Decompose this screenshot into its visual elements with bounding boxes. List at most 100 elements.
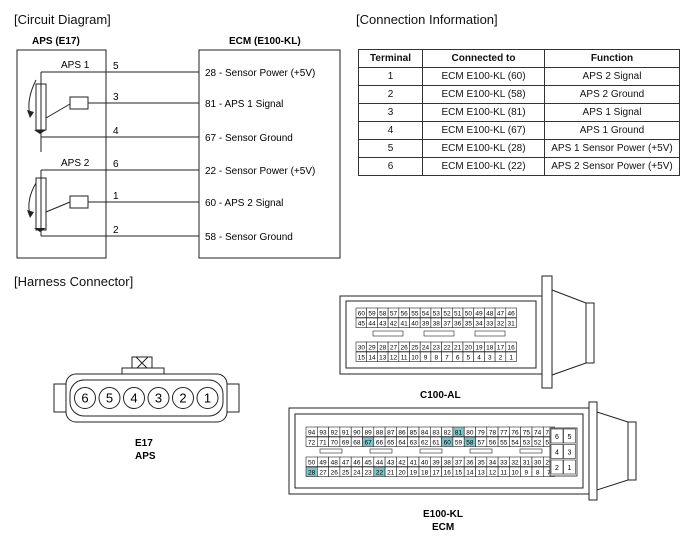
c100-pin-label: 29 <box>368 345 376 352</box>
c100-pin-label: 14 <box>368 355 376 362</box>
e100-side-pin <box>550 444 564 459</box>
e100-pin-label: 25 <box>342 470 350 477</box>
e100-pin-label: 67 <box>365 440 373 447</box>
c100-pin-label: 30 <box>358 345 366 352</box>
cell: ECM E100-KL (60) <box>422 67 545 86</box>
e100-pin-label: 66 <box>376 440 384 447</box>
aps-box <box>16 49 107 259</box>
e100-pin-label: 36 <box>466 460 474 467</box>
e100-pin-label: 27 <box>319 470 327 477</box>
e100-side-pin-label: 2 <box>555 465 559 472</box>
e100-pin-label: 8 <box>536 470 540 477</box>
cell: 1 <box>358 67 423 86</box>
e100-pin-label: 52 <box>534 440 542 447</box>
e100-side-pin-label: 4 <box>555 450 559 457</box>
aps-pin: 4 <box>113 126 119 137</box>
c100-pin-label: 42 <box>390 321 398 328</box>
e100-pin-label: 14 <box>466 470 474 477</box>
c100-pin-label: 18 <box>486 345 494 352</box>
e100-pin-label: 64 <box>398 440 406 447</box>
e100-pin-label: 21 <box>387 470 395 477</box>
aps2-label: APS 2 <box>61 158 90 169</box>
e100-key <box>419 448 443 454</box>
e100-pin-label: 53 <box>523 440 531 447</box>
e100-pin-label: 23 <box>365 470 373 477</box>
e17-pin <box>98 387 121 409</box>
e17-sub: APS <box>135 451 156 462</box>
cell: APS 2 Signal <box>544 67 680 86</box>
aps-pin: 1 <box>113 191 119 202</box>
e100-pin-label: 13 <box>478 470 486 477</box>
c100-pin-label: 8 <box>434 355 438 362</box>
e100-pin-label: 87 <box>387 430 395 437</box>
table-header-row: Terminal Connected to Function <box>358 49 680 68</box>
c100-pin <box>505 341 517 352</box>
c100-pin-label: 13 <box>379 355 387 362</box>
e100-pin-label: 65 <box>387 440 395 447</box>
e100-pin-label: 94 <box>308 430 316 437</box>
e100-pin-label: 49 <box>319 460 327 467</box>
cell: ECM E100-KL (22) <box>422 157 545 176</box>
ecm-pin: 67 - Sensor Ground <box>205 133 293 144</box>
e100-key <box>519 448 543 454</box>
e100-pin-label: 91 <box>342 430 350 437</box>
e100-pin-label: 19 <box>410 470 418 477</box>
e100-pin-label: 69 <box>342 440 350 447</box>
e100-pin-label: 79 <box>478 430 486 437</box>
e100-pin-label: 34 <box>489 460 497 467</box>
e100-pin-label: 77 <box>500 430 508 437</box>
c100-pin-label: 28 <box>379 345 387 352</box>
c100-pin-label: 44 <box>368 321 376 328</box>
e100-pin-label: 44 <box>376 460 384 467</box>
c100-pin-label: 27 <box>390 345 398 352</box>
c100-pin-label: 52 <box>443 311 451 318</box>
aps-box-title: APS (E17) <box>32 36 80 47</box>
aps-pin: 5 <box>113 61 119 72</box>
e100-pin-label: 81 <box>455 430 463 437</box>
e100-pin-label: 30 <box>534 460 542 467</box>
e100-side-pin-label: 3 <box>568 450 572 457</box>
e100-pin-label: 38 <box>444 460 452 467</box>
c100-pin-label: 2 <box>499 355 503 362</box>
c100-pin-label: 57 <box>390 311 398 318</box>
e100-pin-label: 74 <box>534 430 542 437</box>
e100-pin-label: 58 <box>466 440 474 447</box>
e100-pin-label: 68 <box>353 440 361 447</box>
e100-pin-label: 10 <box>511 470 519 477</box>
e100-pin-label: 20 <box>398 470 406 477</box>
c100-pin <box>505 351 517 362</box>
e100-pin-label: 86 <box>398 430 406 437</box>
e100-pin-label: 89 <box>365 430 373 437</box>
c100-pin-label: 10 <box>411 355 419 362</box>
e100-pin-label: 54 <box>511 440 519 447</box>
e100-pin-label: 85 <box>410 430 418 437</box>
e100-pin-label: 55 <box>500 440 508 447</box>
e100-pin-label: 92 <box>331 430 339 437</box>
c100-pin-label: 20 <box>465 345 473 352</box>
c100-pin-label: 23 <box>433 345 441 352</box>
e100-pin-label: 31 <box>523 460 531 467</box>
e100-pin-label: 11 <box>500 470 507 477</box>
e100-pin-label: 61 <box>432 440 440 447</box>
c100-pin-label: 17 <box>497 345 505 352</box>
e100-pin-label: 48 <box>331 460 339 467</box>
e100-pin-label: 73 <box>545 430 553 437</box>
ecm-pin: 28 - Sensor Power (+5V) <box>205 68 315 79</box>
circuit-diagram-heading: [Circuit Diagram] <box>14 12 111 27</box>
c100-pin-label: 56 <box>401 311 409 318</box>
aps1-label: APS 1 <box>61 60 90 71</box>
e100-pin-label: 43 <box>387 460 395 467</box>
aps-pin: 3 <box>113 92 119 103</box>
cell: 6 <box>358 157 423 176</box>
e100-name: E100-KL <box>423 509 463 520</box>
c100-pin-label: 51 <box>454 311 462 318</box>
e17-pin-label: 5 <box>106 391 113 406</box>
c100-pin-label: 48 <box>486 311 494 318</box>
e100-pin-label: 75 <box>523 430 531 437</box>
cell: 5 <box>358 139 423 158</box>
c100-pin-label: 46 <box>508 311 516 318</box>
c100-pin-label: 54 <box>422 311 430 318</box>
